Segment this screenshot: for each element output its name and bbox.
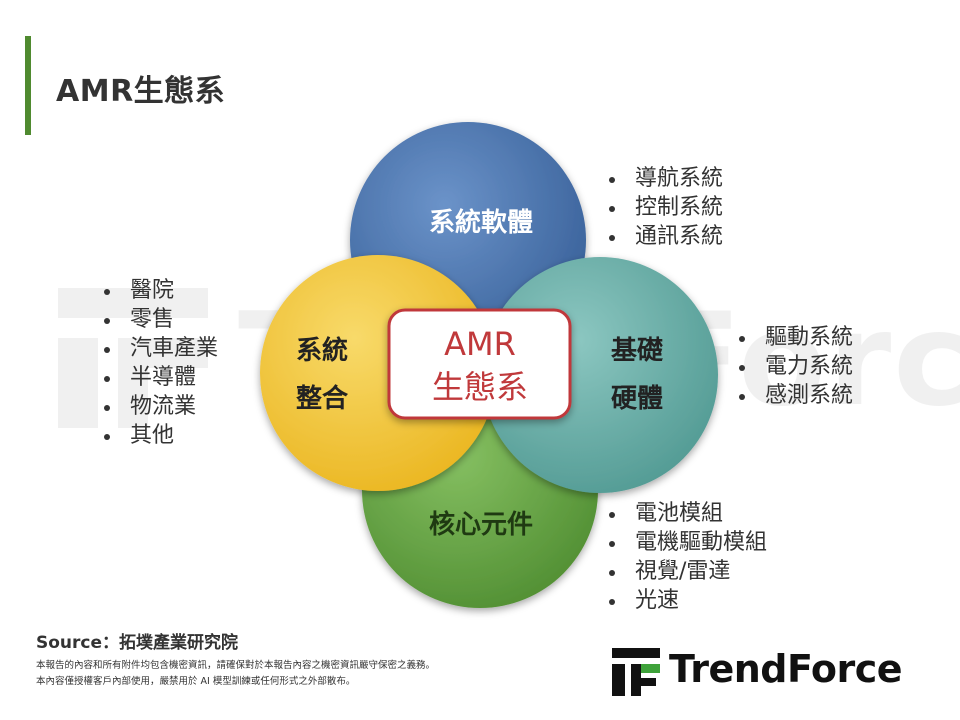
disclaimer-line-2: 本內容僅授權客戶內部使用，嚴禁用於 AI 模型訓練或任何形式之外部散布。 [36,676,356,687]
title-accent-bar [25,36,31,135]
list-item: 汽車產業 [100,334,218,363]
list-item: 半導體 [100,363,218,392]
trendforce-logo-icon [612,648,660,696]
list-item: 電機驅動模組 [605,528,767,557]
brand-name: TrendForce [669,647,903,691]
center-label-1: AMR [444,325,516,363]
circle-left-label-2: 整合 [296,383,349,414]
list-item: 醫院 [100,276,218,305]
list-bottom: 電池模組 電機驅動模組 視覺/雷達 光速 [605,499,767,615]
circle-bottom-label: 核心元件 [429,509,533,540]
circle-left-label-1: 系統 [296,335,348,366]
center-box [387,308,572,420]
list-item: 視覺/雷達 [605,557,767,586]
circle-right-label-2: 硬體 [611,384,663,414]
list-item: 電池模組 [605,499,767,528]
list-item: 物流業 [100,392,218,421]
list-item: 控制系統 [605,193,723,222]
list-item: 電力系統 [735,352,853,381]
list-item: 感測系統 [735,381,853,410]
center-label-2: 生態系 [432,368,528,406]
list-item: 通訊系統 [605,222,723,251]
circle-top-label: 系統軟體 [429,207,533,238]
list-item: 驅動系統 [735,323,853,352]
page-title: AMR生態系 [56,74,226,109]
list-right: 驅動系統 電力系統 感測系統 [735,323,853,410]
source-label: Source：拓墣產業研究院 [36,633,239,653]
list-item: 導航系統 [605,164,723,193]
brand-logo: TrendForce [612,644,932,700]
disclaimer: 本報告的內容和所有附件均包含機密資訊，請確保對於本報告內容之機密資訊嚴守保密之義… [36,658,435,690]
disclaimer-line-1: 本報告的內容和所有附件均包含機密資訊，請確保對於本報告內容之機密資訊嚴守保密之義… [36,660,436,671]
list-left: 醫院 零售 汽車產業 半導體 物流業 其他 [100,276,218,450]
list-top: 導航系統 控制系統 通訊系統 [605,164,723,251]
list-item: 零售 [100,305,218,334]
list-item: 光速 [605,586,767,615]
circle-right-label-1: 基礎 [611,336,663,366]
list-item: 其他 [100,421,218,450]
